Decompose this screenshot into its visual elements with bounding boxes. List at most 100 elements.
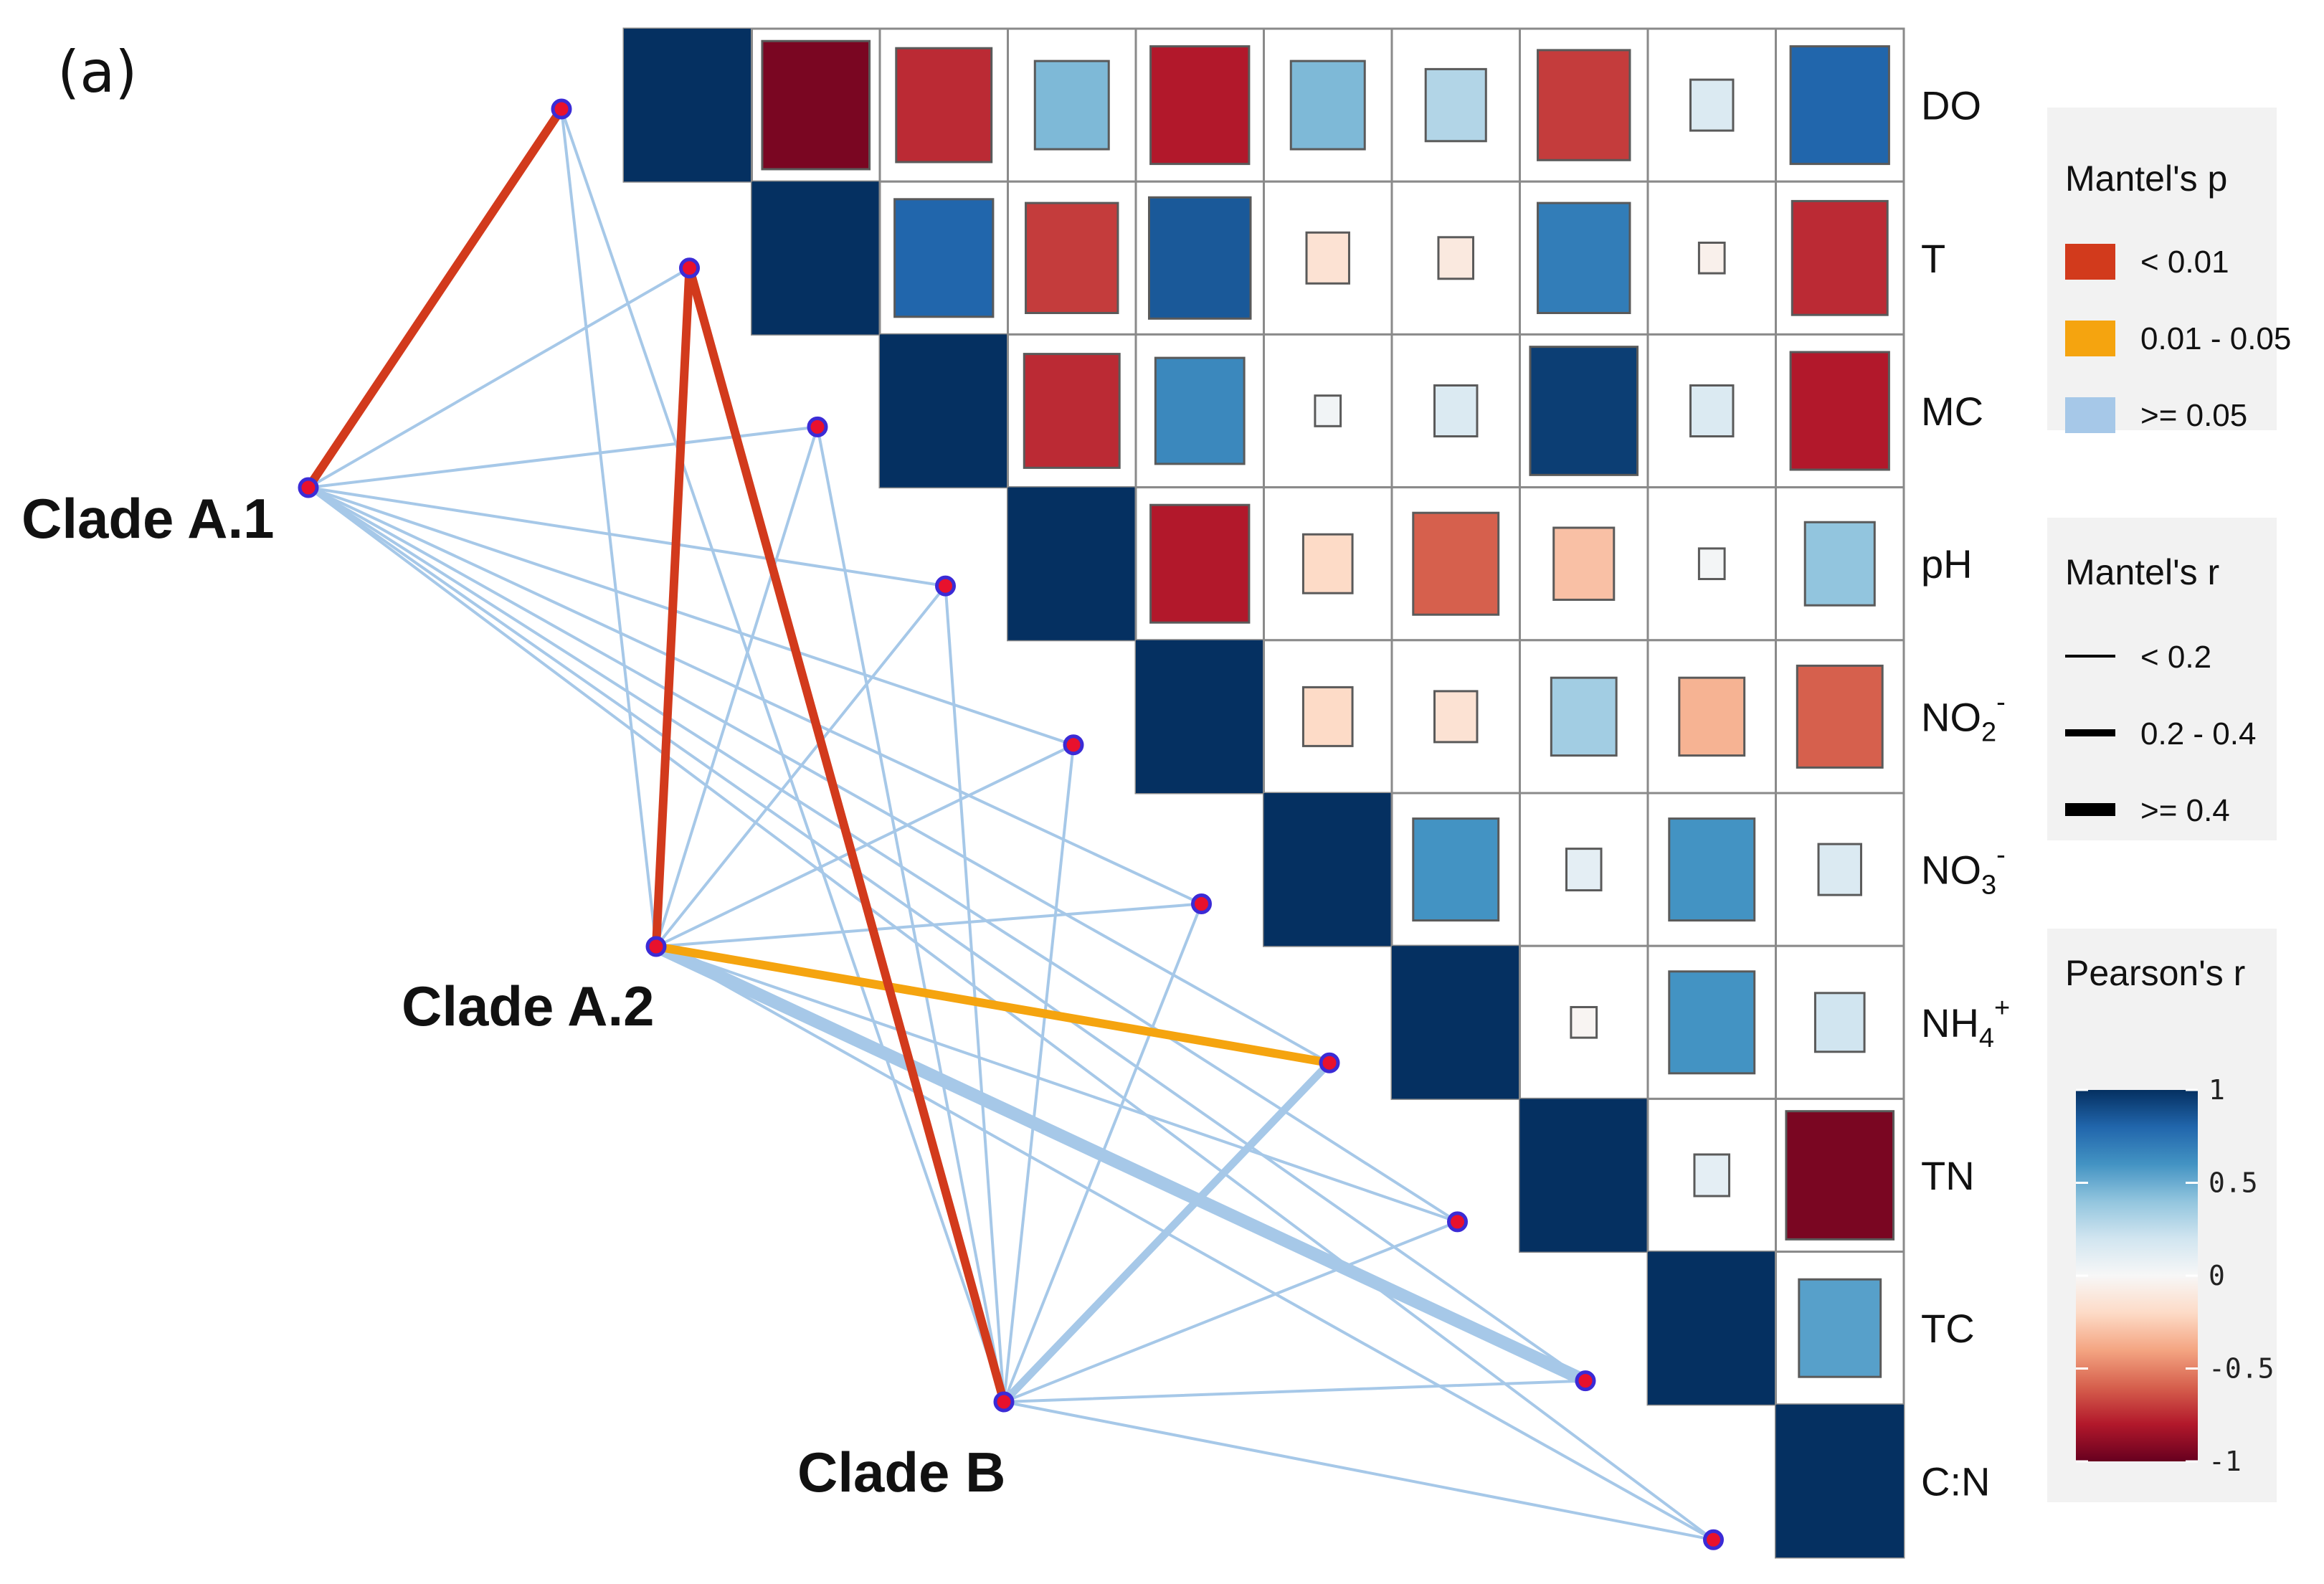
variable-label-tc: TC [1921, 1306, 1975, 1351]
legend-p-label-1: 0.01 - 0.05 [2140, 321, 2291, 356]
mantel-link-cladeb-t [685, 263, 1008, 1406]
heatmap-cell-ph-no2minus [1149, 503, 1251, 624]
mantel-link-cladea1-do [304, 105, 566, 492]
mantel-link-cladea1-cn [307, 486, 1715, 1542]
mantel-link-cladea1-nh4plus [307, 486, 1331, 1065]
heatmap-diagonal-do [624, 29, 752, 182]
heatmap-cell-t-no3minus [1305, 231, 1350, 285]
heatmap-cell-mc-tc [1689, 384, 1735, 438]
heatmap-cell-ph-nh4plus [1412, 511, 1500, 616]
mantel-link-cladea2-no3minus [655, 902, 1203, 948]
mantel-link-cladea1-tn [307, 486, 1459, 1223]
clade-label-cladea1: Clade A.1 [22, 487, 275, 550]
legend-r-label-1: 0.2 - 0.4 [2140, 716, 2256, 751]
node-cn [1703, 1529, 1724, 1550]
colorbar-tick-label-3: -0.5 [2209, 1353, 2275, 1385]
colorbar-tick-label-1: 0.5 [2209, 1167, 2258, 1199]
heatmap-cell-ph-tn [1552, 526, 1616, 601]
node-ph [935, 575, 956, 597]
node-t [679, 257, 700, 279]
colorbar-tick-label-2: 0 [2209, 1260, 2225, 1291]
heatmap-cell-tn-tc [1693, 1153, 1731, 1198]
heatmap-cell-t-no2minus [1147, 196, 1252, 320]
node-cladea1 [298, 477, 319, 498]
heatmap-cell-mc-nh4plus [1433, 384, 1479, 438]
legend-r-label-0: < 0.2 [2140, 640, 2211, 675]
heatmap-cell-ph-tc [1697, 547, 1726, 581]
heatmap-diagonal-ph [1007, 487, 1136, 640]
node-cladea2 [645, 936, 667, 957]
mantel-link-cladea2-t [652, 263, 694, 951]
heatmap-cell-do-tn [1537, 49, 1631, 161]
heatmap-cell-mc-ph [1023, 353, 1121, 469]
mantel-link-cladeb-cn [1002, 1400, 1715, 1542]
heatmap-cell-nh4plus-tc [1668, 970, 1756, 1075]
heatmap-cell-tc-cn [1798, 1278, 1882, 1378]
node-no3minus [1191, 893, 1212, 914]
heatmap-cell-no3minus-tc [1668, 817, 1756, 922]
heatmap-cell-no3minus-nh4plus [1412, 817, 1500, 922]
heatmap-cell-do-no3minus [1289, 60, 1366, 151]
heatmap-cell-do-nh4plus [1424, 67, 1487, 143]
mantel-link-cladeb-tc [1002, 1379, 1587, 1403]
heatmap-cell-do-tc [1689, 78, 1735, 132]
variable-label-do: DO [1921, 83, 1981, 128]
legend-mantel-r: Mantel's r < 0.2 0.2 - 0.4 >= 0.4 [2047, 518, 2277, 840]
panel-label: (a) [57, 39, 137, 105]
heatmap-cell-do-ph [1033, 60, 1110, 151]
heatmap-diagonal-tc [1648, 1251, 1776, 1405]
legend-mantel-r-background [2047, 518, 2277, 840]
legend-r-label-2: >= 0.4 [2140, 793, 2230, 828]
legend-pearson-r-title: Pearson's r [2065, 953, 2245, 993]
heatmap-cell-nh4plus-cn [1813, 992, 1866, 1053]
legend-p-swatch-0 [2065, 244, 2115, 280]
heatmap-cell-do-mc [895, 47, 993, 163]
mantel-link-cladea2-ph [655, 584, 947, 948]
mantel-link-cladea2-nh4plus [652, 942, 1334, 1068]
heatmap-cell-t-mc [893, 198, 995, 318]
heatmap-cell-t-ph [1025, 201, 1119, 315]
heatmap-diagonal-mc [880, 334, 1008, 488]
heatmap-cell-mc-tn [1529, 346, 1639, 476]
mantel-link-cladea2-tn [655, 945, 1459, 1223]
heatmap-cell-do-cn [1789, 45, 1890, 166]
mantel-link-cladea2-cn [655, 945, 1715, 1542]
heatmap-cell-mc-cn [1789, 351, 1890, 471]
mantel-link-cladea2-no2minus [655, 743, 1075, 948]
node-nh4plus [1319, 1052, 1340, 1073]
variable-label-cn: C:N [1921, 1459, 1990, 1504]
mantel-link-cladea1-ph [307, 486, 947, 588]
heatmap-cell-mc-no3minus [1314, 394, 1342, 427]
heatmap-cell-no2minus-tc [1678, 676, 1746, 757]
colorbar-tick-label-0: 1 [2209, 1074, 2225, 1106]
mantel-link-cladea2-tc [650, 940, 1592, 1388]
mantel-link-cladeb-no3minus [1002, 902, 1203, 1403]
mantel-link-cladea2-do [560, 108, 658, 948]
node-no2minus [1063, 734, 1084, 756]
variable-label-t: T [1921, 236, 1945, 281]
clade-label-cladeb: Clade B [797, 1441, 1005, 1504]
heatmap-cell-do-no2minus [1149, 45, 1251, 166]
heatmap-cell-bg [1646, 639, 1777, 795]
heatmap-cell-nh4plus-tn [1570, 1005, 1598, 1039]
heatmap-cell-no2minus-cn [1796, 664, 1884, 769]
heatmap-cell-do-t [761, 39, 871, 171]
variable-label-no2minus: NO2- [1921, 687, 2006, 747]
mantel-link-cladea2-mc [655, 425, 819, 948]
heatmap-cell-tn-cn [1785, 1110, 1895, 1241]
legend-pearson-r: Pearson's r 10.50-0.5-1 [2047, 929, 2277, 1502]
mantel-link-cladeb-nh4plus [1000, 1058, 1334, 1406]
network-nodes [298, 98, 1724, 1550]
legend-mantel-r-title: Mantel's r [2065, 552, 2219, 592]
heatmap-diagonal-cn [1775, 1404, 1904, 1557]
heatmap-cell-no3minus-cn [1817, 843, 1862, 896]
clade-label-cladea2: Clade A.2 [402, 974, 655, 1038]
legend-p-swatch-2 [2065, 397, 2115, 433]
heatmap-diagonal-no3minus [1263, 793, 1392, 947]
variable-label-ph: pH [1921, 541, 1973, 587]
node-tn [1447, 1211, 1468, 1233]
heatmap-cell-t-nh4plus [1437, 236, 1475, 280]
heatmap-cell-no3minus-tn [1565, 848, 1603, 892]
